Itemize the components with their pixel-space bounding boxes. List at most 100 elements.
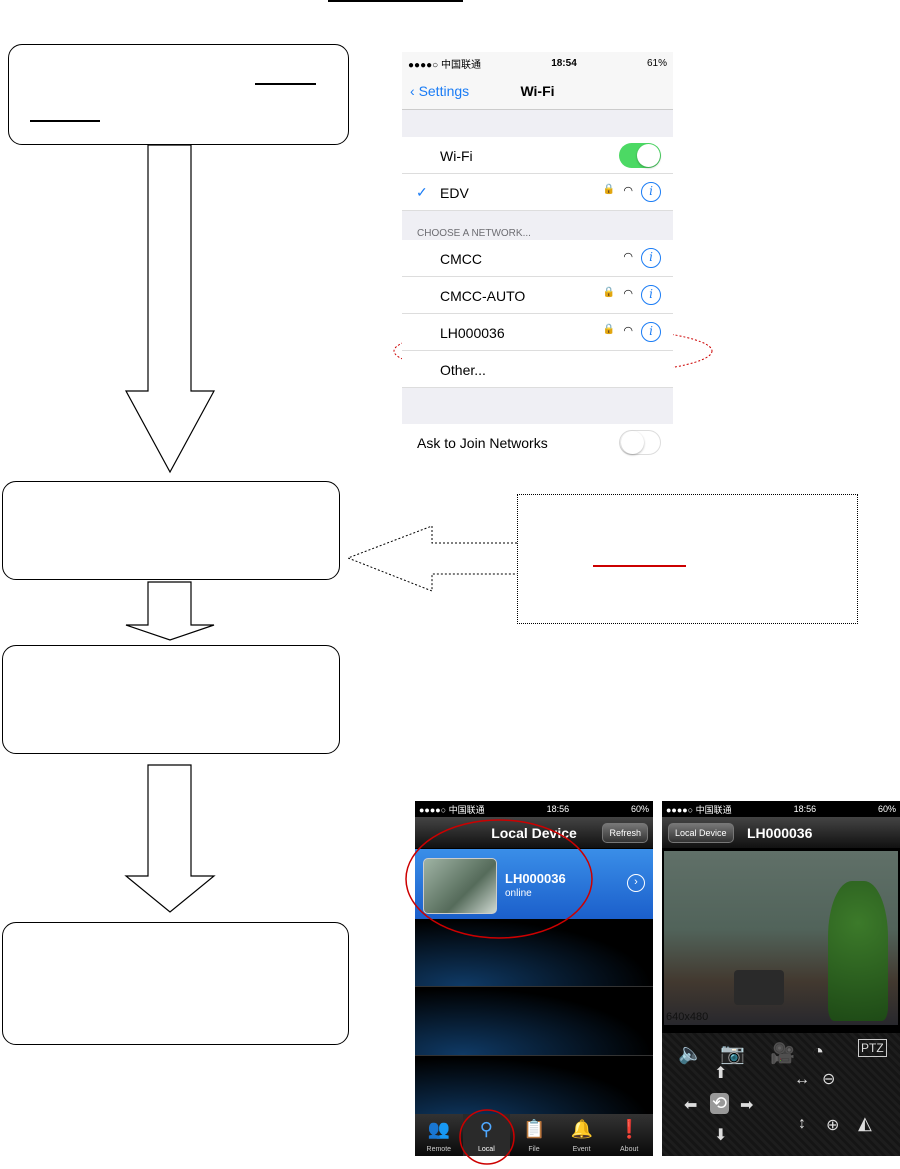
status-bar: ●●●●○ 中国联通 18:56 60%: [662, 801, 900, 817]
nav-title: LH000036: [747, 825, 812, 841]
time-label: 18:56: [547, 804, 570, 814]
info-icon[interactable]: i: [641, 182, 661, 202]
down-arrow-1: [126, 145, 214, 472]
control-panel: 🔈 📷 🎥 ◔ PTZ ⬆ ⬅ ⟲ ➡ ⬇ ↔ ⊖ ↕ ⊕ ◭: [662, 1033, 900, 1156]
rotate-icon[interactable]: ⟲: [710, 1093, 729, 1114]
mirror-icon[interactable]: ◭: [858, 1113, 872, 1134]
info-icon[interactable]: i: [641, 322, 661, 342]
resolution-label: 640x480: [666, 1011, 708, 1023]
nav-bar: Local Device Refresh: [415, 817, 653, 849]
title-underline: [328, 0, 463, 2]
wifi-toggle-row[interactable]: Wi-Fi: [402, 137, 673, 174]
flow-step-4: [2, 922, 349, 1045]
network-row[interactable]: LH000036 🔒 ◠ i: [402, 314, 673, 351]
zoom-out-icon[interactable]: ⊖: [822, 1069, 835, 1089]
tab-local[interactable]: ⚲Local: [463, 1114, 511, 1156]
battery-label: 60%: [878, 804, 896, 814]
down-arrow-2: [126, 582, 214, 640]
network-label: LH000036: [440, 325, 505, 341]
tab-about[interactable]: ❗ About: [605, 1114, 653, 1156]
wifi-toggle[interactable]: [619, 143, 661, 168]
tab-label: About: [605, 1146, 653, 1153]
section-gap: [402, 110, 673, 137]
arrow-up-icon[interactable]: ⬆: [714, 1063, 727, 1083]
speed-gauge-icon[interactable]: ◔: [812, 1041, 824, 1064]
arrow-right-icon[interactable]: ➡: [740, 1095, 753, 1115]
chevron-right-icon[interactable]: ›: [627, 874, 645, 892]
lock-icon: 🔒: [603, 287, 615, 298]
zoom-in-icon[interactable]: ⊕: [826, 1115, 839, 1135]
horizontal-flip-icon[interactable]: ↔: [794, 1071, 810, 1089]
tab-remote[interactable]: 👥 Remote: [415, 1114, 463, 1156]
tab-label: File: [510, 1146, 558, 1153]
battery-label: 61%: [647, 58, 667, 69]
live-view-screenshot: ●●●●○ 中国联通 18:56 60% Local Device LH0000…: [662, 801, 900, 1156]
wifi-signal-icon: ◠: [623, 184, 633, 197]
ask-join-row[interactable]: Ask to Join Networks: [402, 424, 673, 460]
down-arrow-3: [126, 765, 214, 912]
video-plant: [828, 881, 888, 1021]
network-row[interactable]: CMCC-AUTO 🔒 ◠ i: [402, 277, 673, 314]
nav-title: Wi-Fi: [402, 83, 673, 99]
carrier-label: ●●●●○ 中国联通: [666, 803, 732, 816]
back-button[interactable]: Local Device: [668, 823, 734, 843]
wifi-signal-icon: ◠: [623, 287, 633, 300]
wifi-label: Wi-Fi: [440, 148, 473, 164]
arrow-left-icon[interactable]: ⬅: [684, 1095, 697, 1115]
clipboard-icon: 📋: [523, 1118, 545, 1140]
tab-label: Event: [558, 1146, 606, 1153]
connected-network-row[interactable]: ✓ EDV 🔒 ◠ i: [402, 174, 673, 211]
device-row[interactable]: LH000036 online ›: [415, 849, 653, 919]
people-icon: 👥: [428, 1118, 450, 1140]
empty-list-row: [415, 988, 653, 1056]
local-device-screenshot: ●●●●○ 中国联通 18:56 60% Local Device Refres…: [415, 801, 653, 1156]
speaker-icon[interactable]: 🔈: [678, 1041, 703, 1066]
info-icon[interactable]: i: [641, 248, 661, 268]
battery-label: 60%: [631, 804, 649, 814]
toggle-knob: [637, 144, 660, 167]
nav-bar: ‹ Settings Wi-Fi: [402, 74, 673, 110]
exclamation-icon: ❗: [618, 1118, 640, 1140]
ask-join-toggle[interactable]: [619, 430, 661, 455]
info-icon[interactable]: i: [641, 285, 661, 305]
carrier-label: ●●●●○ 中国联通: [419, 803, 485, 816]
video-feed[interactable]: 640x480: [664, 851, 898, 1025]
wifi-signal-icon: ◠: [623, 250, 633, 263]
wifi-signal-icon: ◠: [623, 324, 633, 337]
time-label: 18:54: [551, 58, 577, 69]
vertical-flip-icon[interactable]: ↕: [798, 1115, 806, 1133]
status-bar: ●●●●○ 中国联通 18:56 60%: [415, 801, 653, 817]
network-row[interactable]: CMCC ◠ i: [402, 240, 673, 277]
note-underline: [593, 565, 686, 567]
ptz-icon[interactable]: PTZ: [858, 1039, 887, 1057]
status-bar: ●●●●○ 中国联通 18:54 61%: [402, 52, 673, 74]
step-1-underline-b: [30, 120, 100, 122]
lock-icon: 🔒: [603, 184, 615, 195]
flow-step-2: [2, 481, 340, 580]
section-header: CHOOSE A NETWORK...: [402, 211, 673, 240]
other-label: Other...: [440, 362, 486, 378]
other-network-row[interactable]: Other...: [402, 351, 673, 388]
device-status: online: [505, 888, 532, 899]
refresh-button[interactable]: Refresh: [602, 823, 648, 843]
tab-label: Remote: [415, 1146, 463, 1153]
tab-file[interactable]: 📋 File: [510, 1114, 558, 1156]
left-arrow-dotted: [348, 526, 517, 591]
carrier-label: ●●●●○ 中国联通: [408, 56, 481, 71]
wifi-settings-screenshot: ●●●●○ 中国联通 18:54 61% ‹ Settings Wi-Fi Wi…: [402, 52, 673, 460]
tab-bar: 👥 Remote ⚲Local 📋 File 🔔Event ❗ About: [415, 1114, 653, 1156]
connected-network-label: EDV: [440, 185, 469, 201]
ask-join-label: Ask to Join Networks: [417, 435, 548, 451]
step-1-underline-a: [255, 83, 316, 85]
arrow-down-icon[interactable]: ⬇: [714, 1125, 727, 1145]
flow-step-3: [2, 645, 340, 754]
empty-list-row: [415, 919, 653, 987]
section-gap: [402, 388, 673, 424]
toggle-knob: [621, 431, 644, 454]
device-thumbnail: [423, 858, 497, 914]
video-record-icon[interactable]: 🎥: [770, 1041, 795, 1066]
time-label: 18:56: [794, 804, 817, 814]
search-icon: ⚲: [475, 1118, 497, 1140]
video-sofa: [734, 970, 784, 1005]
tab-event[interactable]: 🔔Event: [558, 1114, 606, 1156]
